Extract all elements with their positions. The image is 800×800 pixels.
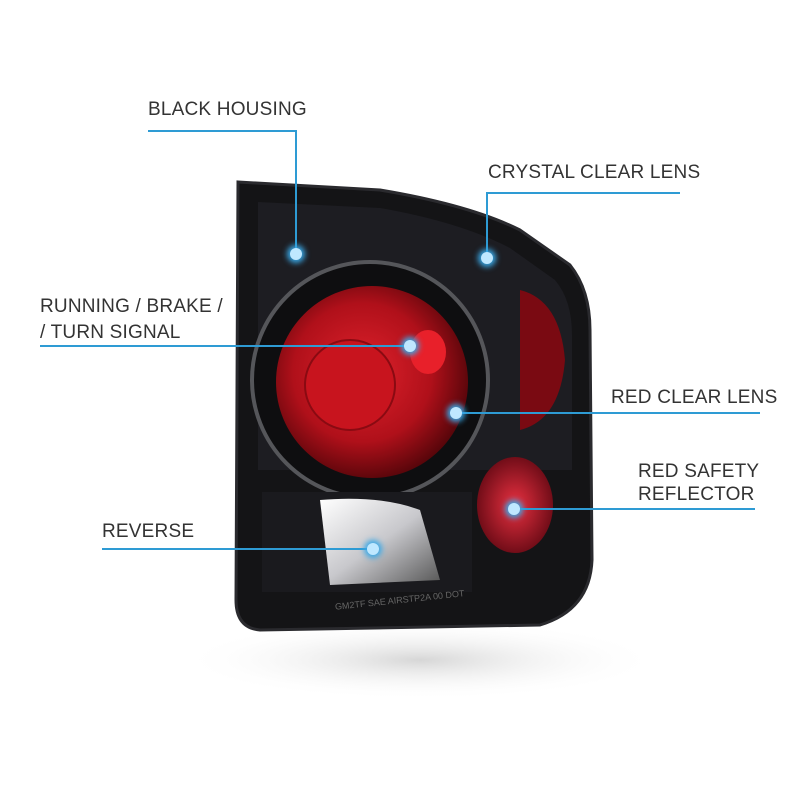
callout-dot (508, 503, 520, 515)
callout-line (514, 508, 755, 510)
label-running-brake-2: / TURN SIGNAL (40, 322, 181, 343)
label-crystal-clear-lens: CRYSTAL CLEAR LENS (488, 162, 701, 183)
reverse-lens (320, 498, 440, 585)
callout-line (295, 130, 297, 254)
callout-dot (404, 340, 416, 352)
label-red-safety-2: REFLECTOR (638, 484, 755, 505)
callout-line (148, 130, 296, 132)
bulb (410, 330, 446, 374)
side-red-lens (520, 290, 565, 430)
callout-line (40, 345, 410, 347)
label-red-safety-1: RED SAFETY (638, 461, 760, 482)
label-reverse: REVERSE (102, 521, 195, 542)
callout-line (102, 548, 374, 550)
callout-dot (367, 543, 379, 555)
label-red-clear-lens: RED CLEAR LENS (611, 387, 778, 408)
label-running-brake-1: RUNNING / BRAKE / (40, 296, 223, 317)
callout-dot (290, 248, 302, 260)
callout-line (487, 192, 680, 194)
callout-dot (481, 252, 493, 264)
floor-shadow (180, 620, 660, 700)
inner-reflector (304, 339, 396, 431)
callout-line (456, 412, 760, 414)
callout-dot (450, 407, 462, 419)
callout-line (486, 192, 488, 258)
label-black-housing: BLACK HOUSING (148, 99, 307, 120)
